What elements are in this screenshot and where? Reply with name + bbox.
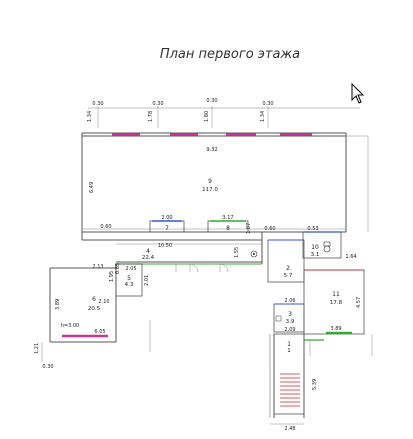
room-1-number: 1: [287, 341, 291, 348]
room-5: 2.05 2.01 5 4.3: [115, 263, 150, 297]
mid-dim-d: 1.87: [246, 223, 252, 234]
room-11-height-dim: 4.57: [356, 297, 362, 308]
room-4-number: 4: [146, 248, 150, 255]
left-dim-b: 1.95: [109, 271, 115, 282]
room-11-area: 17.8: [330, 300, 343, 306]
room-3-width-dim-1: 2.06: [284, 298, 295, 304]
room-10-area: 3.1: [311, 252, 320, 258]
room-9-number: 9: [208, 178, 212, 185]
mid-dim-f: 0.53: [307, 226, 318, 232]
left-dim-a: 2.13: [92, 264, 103, 270]
top-dim-2: 0.30: [152, 101, 163, 107]
stair-height-dim: 5.39: [312, 379, 318, 390]
room-10-number: 10: [311, 244, 319, 251]
room-6-width-dim: 6.05: [94, 329, 105, 335]
hall-width-dim: 9.32: [206, 147, 217, 153]
side-dim-a: 1.64: [345, 254, 356, 260]
room-4-length-dim: 10.50: [158, 243, 172, 249]
bottom-left-dim-a: 1.21: [34, 343, 40, 354]
room-3: 2.06 3 3.9 2.09: [273, 298, 305, 333]
room-2-number: 2: [286, 265, 290, 272]
room-9-area: 117.0: [202, 187, 218, 193]
arrow-cursor-icon: [351, 82, 365, 104]
top-side-dim-1: 1.34: [87, 111, 93, 122]
room-6-height-dim: 3.89: [55, 299, 61, 310]
room-11-number: 11: [332, 291, 340, 298]
room-5-height-dim: 2.01: [144, 275, 150, 286]
room-5-number: 5: [127, 275, 131, 282]
left-dim-d: 2.10: [98, 299, 109, 305]
stair-width-dim: 2.48: [284, 426, 295, 432]
room-11-width-dim: 3.89: [330, 326, 341, 332]
room-5-area: 4.3: [125, 282, 134, 288]
room-10: [302, 231, 342, 259]
mid-dim-a: 2.00: [161, 215, 172, 221]
top-side-dim-2: 1.78: [148, 111, 154, 122]
room-6-height-note: h=3.00: [61, 323, 80, 329]
mid-dim-e: 0.60: [264, 226, 275, 232]
middle-band: 7 8 2.00 3.17 0.60 1.87 0.60 0.53 10 3.1…: [82, 215, 357, 260]
mid-dim-c: 0.60: [100, 224, 111, 230]
bottom-left-dim-b: 0.30: [42, 364, 53, 370]
room-3-number: 3: [288, 311, 292, 318]
room-6: 2.13 1.95 0.85 2.10 3.89 6 20.5 h=3.00 6…: [34, 263, 151, 370]
room-2: 2 5.7: [267, 239, 305, 283]
room-4-area: 22.4: [142, 255, 155, 261]
top-dim-4: 0.30: [262, 101, 273, 107]
top-side-dim-3: 1.80: [204, 111, 210, 122]
washbasin-icon: [275, 315, 282, 322]
top-side-dim-4: 1.34: [260, 111, 266, 122]
room-3-width-dim-2: 2.09: [284, 327, 295, 333]
room-11: 11 17.8 4.57 3.89: [303, 269, 373, 356]
washbasin-icon: [250, 250, 258, 258]
top-dim-3: 0.30: [206, 98, 217, 104]
hall-left-height-dim: 6.49: [89, 182, 95, 193]
mid-dim-b: 3.17: [222, 215, 233, 221]
toilet-icon: [323, 241, 331, 253]
staircase: [280, 373, 300, 407]
top-dim-1: 0.30: [92, 101, 103, 107]
room-7-number: 7: [165, 225, 169, 232]
side-dim-b: 1.55: [234, 247, 240, 258]
room-1-stairs: 1 1 5.39 2.48: [269, 333, 324, 432]
room-8-number: 8: [226, 225, 230, 232]
room-1-area: 1: [287, 348, 291, 354]
left-dim-c: 0.85: [115, 263, 121, 274]
room-9-hall: 9.32 6.49 9 117.0: [81, 132, 369, 240]
top-dimension-chain: 0.30 0.30 0.30 0.30 1.34 1.78 1.80 1.34: [87, 98, 360, 128]
room-2-area: 5.7: [284, 273, 293, 279]
room-3-area: 3.9: [286, 319, 295, 325]
plan-title: План первого этажа: [160, 47, 300, 62]
room-5-width-dim: 2.05: [125, 266, 136, 272]
room-6-area: 20.5: [88, 306, 101, 312]
room-6-number: 6: [92, 296, 96, 303]
